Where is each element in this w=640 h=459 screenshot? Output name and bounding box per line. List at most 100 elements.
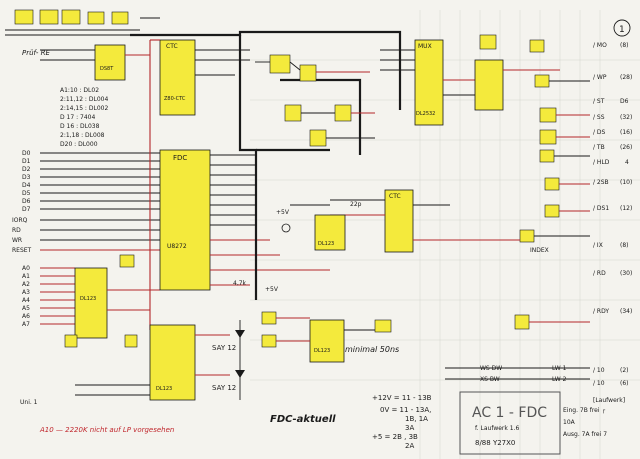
signal-hld: / HLD: [593, 159, 610, 166]
signal-ix: / IX: [593, 242, 603, 249]
note-ausg: Ausg. 7A frei 7: [563, 431, 607, 438]
minimal-note: minimal 50ns: [345, 345, 399, 354]
title-block-subtitle: f. Laufwerk 1.6: [475, 425, 519, 432]
page-mark-circle: [613, 19, 631, 37]
signal-ds: / DS: [593, 129, 606, 136]
top-chip-label: DS8T: [100, 66, 114, 72]
power-line-4: 3A: [405, 424, 414, 432]
pin-d2: D2: [22, 166, 31, 173]
left-bus-pins: D0 D1 D2 D3 D4 D5 D6 D7 IORQ RD WR RESET…: [12, 150, 32, 328]
signal-tb: / TB: [593, 144, 605, 151]
cap-label: 22p: [350, 201, 362, 208]
pin-d0: D0: [22, 150, 31, 157]
mux-part: DL2532: [416, 111, 435, 117]
data-bus-wires: [40, 152, 160, 325]
diode-stack: SAY 12 SAY 12: [212, 320, 245, 400]
pin-a3: A3: [22, 289, 30, 296]
signal-st: / ST: [593, 98, 605, 105]
title-block-title: AC 1 - FDC: [472, 405, 547, 421]
middle-flipflops: [255, 54, 375, 147]
signal-tb-pin: (26): [620, 144, 632, 151]
note-10a: 10A: [563, 419, 576, 426]
power-line-3: 1B, 1A: [405, 415, 428, 423]
say-label-1: SAY 12: [212, 344, 236, 352]
uni-label: Uni. 1: [20, 399, 38, 406]
pin-a5: A5: [22, 305, 30, 312]
pin-a4: A4: [22, 297, 30, 304]
note-line-2: 2:11,12 : DL004: [60, 96, 108, 103]
note-line-4: D 17 : 7404: [60, 114, 95, 121]
index-label: INDEX: [530, 247, 549, 254]
note-line-3: 2:14,15 : DL002: [60, 105, 108, 112]
mux-label: MUX: [418, 43, 432, 50]
bottom-left-note: A10 — 2220K nicht auf LP vorgesehen: [39, 426, 174, 434]
title-block-date: 8/88 Y27X0: [475, 439, 515, 447]
signal-ss-pin: (32): [620, 114, 632, 121]
fdc-label: FDC: [173, 154, 187, 162]
signal-wp-pin: (28): [620, 74, 632, 81]
fdc-aktuell-title: FDC-aktuell: [270, 414, 336, 425]
right-flipflops: [474, 34, 590, 330]
fdc-part: U8272: [167, 243, 187, 250]
osc-label: DL123: [318, 241, 334, 247]
pin-iorq: IORQ: [12, 217, 28, 224]
note-line-7: D20 : DL000: [60, 141, 98, 148]
pin-d3: D3: [22, 174, 31, 181]
laufwerk-label: [Laufwerk]: [593, 397, 625, 404]
note-line-6: 2:1,18 : DL008: [60, 132, 105, 139]
plus5v-fdc: +5V: [265, 286, 279, 293]
power-notes: +12V = 11 - 13B 0V = 11 - 13A, 1B, 1A 3A…: [372, 394, 432, 450]
note-eing: Eing. 7B frei ┌: [563, 407, 605, 414]
ctc-part: Z80-CTC: [164, 96, 186, 102]
pin-a2: A2: [22, 281, 30, 288]
pin-a0: A0: [22, 265, 30, 272]
signal-st-pin: D6: [620, 98, 629, 105]
lw1-label: LW 1: [552, 365, 567, 372]
signal-rdy: / RDY: [593, 308, 609, 315]
fdc-main-chip: FDC U8272: [159, 149, 330, 291]
lower-middle-block: DL123 minimal 50ns: [261, 311, 399, 363]
xsbw-label: XS BW: [480, 376, 500, 383]
bold-bus: [130, 30, 402, 300]
signal-mo-pin: (8): [620, 42, 629, 49]
pin-reset: RESET: [12, 247, 32, 254]
signal-mo: / MO: [593, 42, 607, 49]
pin-d7: D7: [22, 206, 31, 213]
ctc-lower-chip: CTC: [330, 189, 520, 253]
wsdw-label: WS DW: [480, 365, 502, 372]
power-line-6: 2A: [405, 442, 414, 450]
decoder-label: DL123: [80, 296, 96, 302]
signal-rd-pin: (30): [620, 270, 632, 277]
oscillator-block: DL123 22p +5V: [276, 201, 362, 251]
pin-d4: D4: [22, 182, 31, 189]
ctc-label: CTC: [166, 43, 178, 50]
title-block: AC 1 - FDC f. Laufwerk 1.6 8/88 Y27X0: [459, 391, 561, 455]
lower-chip-label: DL123: [314, 348, 330, 354]
top-left-note: Prüf- RE: [22, 49, 50, 57]
bottom-left-chip: DL123: [75, 324, 230, 401]
mux-chip: MUX DL2532: [380, 39, 475, 126]
power-line-2: 0V = 11 - 13A,: [380, 406, 431, 414]
note-line-1: A1:10 : DL02: [60, 87, 99, 94]
right-connector-labels: / MO (8) / WP (28) / ST D6 / SS (32) / D…: [593, 42, 632, 404]
ctc-lower-label: CTC: [389, 193, 401, 200]
signal-10a: / 10: [593, 367, 605, 374]
pin-d1: D1: [22, 158, 31, 165]
plus5v-osc: +5V: [276, 209, 290, 216]
signal-ss: / SS: [593, 114, 605, 121]
pin-wr: WR: [12, 237, 22, 244]
say-label-2: SAY 12: [212, 384, 236, 392]
signal-ds1-pin: (12): [620, 205, 632, 212]
page-mark: 1: [619, 25, 625, 35]
top-flipflop: DS8T: [40, 44, 150, 81]
lw2-label: LW 2: [552, 376, 567, 383]
pin-rd: RD: [12, 227, 21, 234]
signal-10b-pin: (6): [620, 380, 629, 387]
signal-ix-pin: (8): [620, 242, 629, 249]
pin-a6: A6: [22, 313, 30, 320]
pin-d5: D5: [22, 190, 31, 197]
power-line-5: +5 = 2B , 3B: [372, 433, 418, 441]
note-line-5: D 16 : DL038: [60, 123, 100, 130]
bottom-chip-label: DL123: [156, 386, 172, 392]
